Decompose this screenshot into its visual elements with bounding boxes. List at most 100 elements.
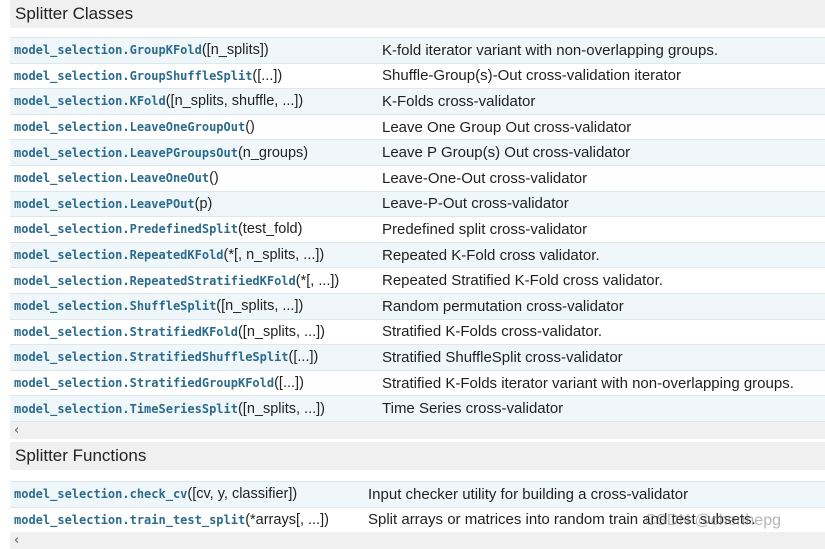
api-prefix: model_selection.: [14, 94, 130, 109]
api-prefix: model_selection.: [14, 43, 130, 58]
api-name: LeavePGroupsOut: [129, 145, 238, 160]
api-args: ([...]): [252, 67, 283, 84]
api-cell: model_selection.StratifiedGroupKFold([..…: [10, 370, 378, 396]
table-row: model_selection.StratifiedKFold([n_split…: [10, 319, 825, 345]
scroll-left-icon[interactable]: ‹: [14, 533, 20, 549]
api-name: LeavePOut: [129, 196, 195, 211]
api-cell: model_selection.GroupShuffleSplit([...]): [10, 63, 378, 89]
api-prefix: model_selection.: [14, 487, 130, 502]
api-name: TimeSeriesSplit: [129, 401, 238, 416]
api-prefix: model_selection.: [14, 68, 130, 83]
section-title-classes: Splitter Classes: [10, 0, 825, 28]
api-link[interactable]: model_selection.LeavePOut: [14, 197, 195, 211]
api-description: Stratified ShuffleSplit cross-validator: [378, 344, 825, 371]
api-link[interactable]: model_selection.RepeatedKFold: [14, 248, 224, 262]
api-link[interactable]: model_selection.LeavePGroupsOut: [14, 146, 238, 160]
section-title-functions: Splitter Functions: [10, 442, 825, 470]
api-link[interactable]: model_selection.LeaveOneGroupOut: [14, 120, 245, 134]
api-args: (): [245, 119, 255, 136]
api-args: ([n_splits, ...]): [216, 298, 304, 315]
api-cell: model_selection.KFold([n_splits, shuffle…: [10, 88, 378, 115]
api-description: Leave P Group(s) Out cross-validator: [378, 139, 825, 166]
api-cell: model_selection.LeavePGroupsOut(n_groups…: [10, 139, 378, 166]
table-row: model_selection.GroupKFold([n_splits])K-…: [10, 37, 825, 64]
api-name: StratifiedShuffleSplit: [129, 350, 289, 365]
api-link[interactable]: model_selection.TimeSeriesSplit: [14, 402, 238, 416]
api-description: Split arrays or matrices into random tra…: [364, 507, 825, 533]
api-link[interactable]: model_selection.StratifiedKFold: [14, 325, 238, 339]
api-cell: model_selection.LeavePOut(p): [10, 190, 378, 218]
api-link[interactable]: model_selection.ShuffleSplit: [14, 299, 216, 313]
api-prefix: model_selection.: [14, 512, 130, 527]
api-link[interactable]: model_selection.KFold: [14, 94, 166, 108]
api-description: Shuffle-Group(s)-Out cross-validation it…: [378, 63, 825, 89]
api-prefix: model_selection.: [14, 350, 130, 365]
api-link[interactable]: model_selection.GroupKFold: [14, 43, 202, 57]
table-row: model_selection.RepeatedKFold(*[, n_spli…: [10, 241, 825, 269]
api-args: (*[, n_splits, ...]): [223, 247, 325, 264]
api-name: ShuffleSplit: [129, 299, 217, 314]
api-name: RepeatedStratifiedKFold: [129, 273, 296, 288]
api-link[interactable]: model_selection.check_cv: [14, 487, 187, 501]
api-link[interactable]: model_selection.StratifiedGroupKFold: [14, 376, 274, 390]
api-args: (n_groups): [237, 144, 309, 161]
splitter-classes-section: Splitter Classes model_selection.GroupKF…: [10, 0, 825, 439]
api-args: ([cv, y, classifier]): [187, 486, 298, 503]
splitter-functions-section: Splitter Functions model_selection.check…: [10, 442, 825, 549]
api-description: Time Series cross-validator: [378, 395, 825, 422]
api-args: ([n_splits]): [201, 42, 269, 59]
api-cell: model_selection.GroupKFold([n_splits]): [10, 37, 378, 64]
horizontal-scrollbar-functions[interactable]: ‹: [10, 532, 825, 549]
scroll-left-icon[interactable]: ‹: [14, 422, 20, 438]
api-prefix: model_selection.: [14, 145, 130, 160]
api-args: (test_fold): [237, 221, 303, 238]
table-row: model_selection.RepeatedStratifiedKFold(…: [10, 267, 825, 294]
table-row: model_selection.LeavePOut(p)Leave-P-Out …: [10, 190, 825, 218]
api-cell: model_selection.LeaveOneOut(): [10, 165, 378, 192]
api-cell: model_selection.TimeSeriesSplit([n_split…: [10, 395, 378, 422]
table-row: model_selection.ShuffleSplit([n_splits, …: [10, 292, 825, 320]
api-cell: model_selection.PredefinedSplit(test_fol…: [10, 216, 378, 243]
api-description: Predefined split cross-validator: [378, 216, 825, 243]
table-row: model_selection.KFold([n_splits, shuffle…: [10, 88, 825, 115]
table-row: model_selection.GroupShuffleSplit([...])…: [10, 63, 825, 89]
horizontal-scrollbar-classes[interactable]: ‹: [10, 421, 825, 439]
api-description: K-fold iterator variant with non-overlap…: [378, 37, 825, 64]
table-row: model_selection.LeaveOneOut()Leave-One-O…: [10, 165, 825, 192]
api-link[interactable]: model_selection.RepeatedStratifiedKFold: [14, 274, 296, 288]
api-description: Leave-P-Out cross-validator: [378, 190, 825, 218]
api-link[interactable]: model_selection.LeaveOneOut: [14, 171, 209, 185]
api-cell: model_selection.train_test_split(*arrays…: [10, 507, 364, 533]
api-prefix: model_selection.: [14, 299, 130, 314]
table-row: model_selection.train_test_split(*arrays…: [10, 507, 825, 533]
api-name: check_cv: [129, 487, 188, 502]
api-name: StratifiedKFold: [129, 324, 238, 339]
api-prefix: model_selection.: [14, 196, 130, 211]
api-prefix: model_selection.: [14, 324, 130, 339]
api-link[interactable]: model_selection.StratifiedShuffleSplit: [14, 350, 289, 364]
api-args: (): [209, 170, 219, 187]
api-name: PredefinedSplit: [129, 222, 238, 237]
api-prefix: model_selection.: [14, 222, 130, 237]
api-link[interactable]: model_selection.GroupShuffleSplit: [14, 69, 252, 83]
api-description: Leave-One-Out cross-validator: [378, 165, 825, 192]
api-description: Input checker utility for building a cro…: [364, 481, 825, 508]
api-name: LeaveOneOut: [129, 171, 210, 186]
api-prefix: model_selection.: [14, 171, 130, 186]
api-description: Repeated K-Fold cross validator.: [378, 241, 825, 269]
api-cell: model_selection.StratifiedShuffleSplit([…: [10, 344, 378, 371]
api-link[interactable]: model_selection.train_test_split: [14, 513, 245, 527]
api-name: GroupShuffleSplit: [129, 68, 253, 83]
api-name: GroupKFold: [129, 43, 202, 58]
api-cell: model_selection.RepeatedStratifiedKFold(…: [10, 267, 378, 294]
api-cell: model_selection.StratifiedKFold([n_split…: [10, 319, 378, 345]
table-row: model_selection.TimeSeriesSplit([n_split…: [10, 395, 825, 422]
api-cell: model_selection.RepeatedKFold(*[, n_spli…: [10, 241, 378, 269]
api-cell: model_selection.check_cv([cv, y, classif…: [10, 481, 364, 508]
api-prefix: model_selection.: [14, 401, 130, 416]
table-row: model_selection.StratifiedGroupKFold([..…: [10, 370, 825, 396]
table-row: model_selection.LeaveOneGroupOut()Leave …: [10, 114, 825, 140]
api-link[interactable]: model_selection.PredefinedSplit: [14, 222, 238, 236]
api-name: LeaveOneGroupOut: [129, 120, 246, 135]
api-args: (p): [194, 195, 213, 212]
